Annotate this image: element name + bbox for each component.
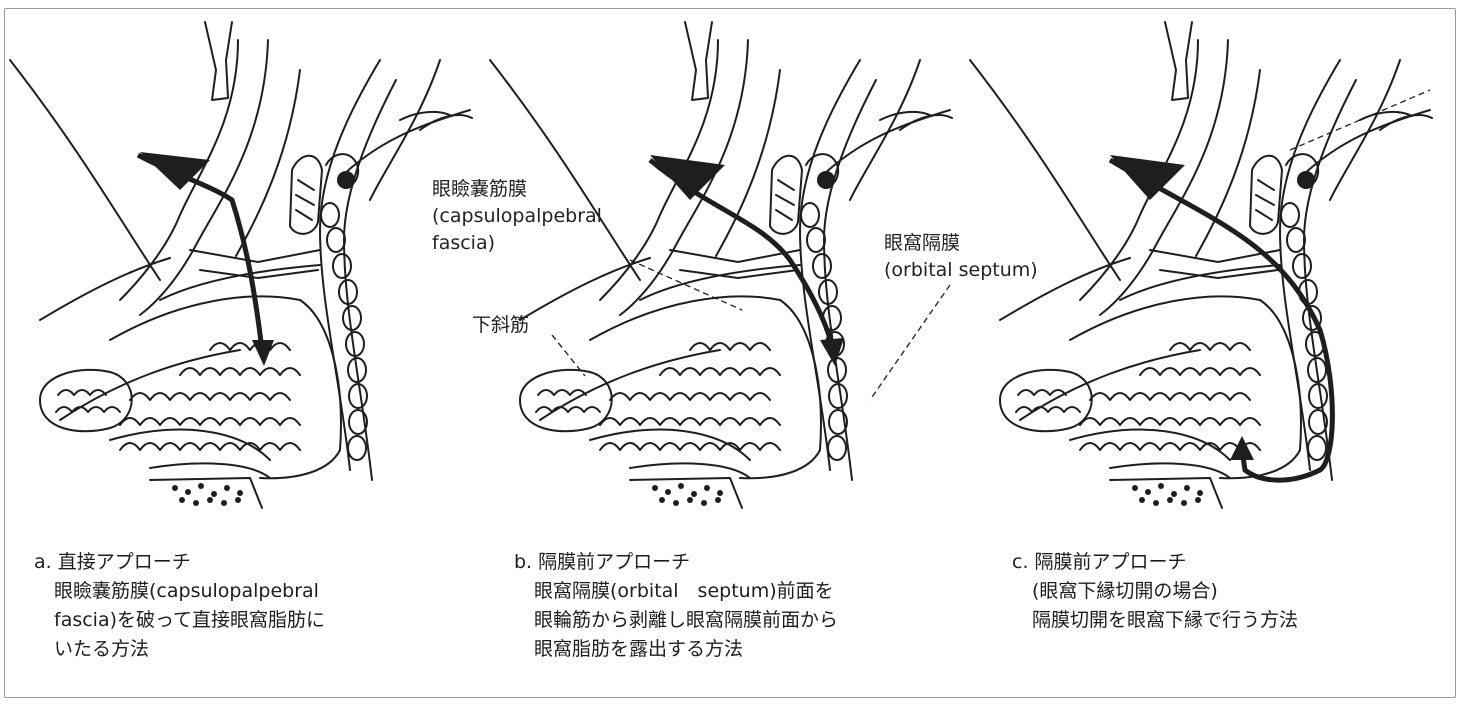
caption-b-line: 眼輪筋から剥離し眼窩隔膜前面から — [514, 606, 838, 635]
label-capsulopalpebral-fascia: 眼瞼嚢筋膜 (capsulopalpebral fascia) — [432, 176, 602, 257]
label-inferior-oblique: 下斜筋 — [472, 312, 529, 339]
caption-c-title: c. 隔膜前アプローチ — [1012, 548, 1298, 577]
caption-a-title: a. 直接アプローチ — [34, 548, 325, 577]
arrow-infraorbital — [1110, 155, 1332, 480]
caption-b-line: 眼窩隔膜(orbital septum)前面を — [514, 577, 838, 606]
leader-septum — [870, 285, 950, 400]
caption-c-line: (眼窩下縁切開の場合) — [1012, 577, 1298, 606]
caption-a-line: 眼瞼嚢筋膜(capsulopalpebral — [34, 577, 325, 606]
caption-a-line: fascia)を破って直接眼窩脂肪に — [34, 606, 325, 635]
caption-a: a. 直接アプローチ 眼瞼嚢筋膜(capsulopalpebral fascia… — [34, 548, 325, 664]
caption-a-line: いたる方法 — [34, 635, 325, 664]
caption-c: c. 隔膜前アプローチ (眼窩下縁切開の場合) 隔膜切開を眼窩下縁で行う方法 — [1012, 548, 1298, 635]
label-orbital-septum: 眼窩隔膜 (orbital septum) — [884, 230, 1038, 284]
caption-b-title: b. 隔膜前アプローチ — [514, 548, 838, 577]
panel-a-illustration — [0, 0, 480, 520]
arrow-direct — [138, 152, 274, 366]
caption-b: b. 隔膜前アプローチ 眼窩隔膜(orbital septum)前面を 眼輪筋か… — [514, 548, 838, 664]
caption-c-line: 隔膜切開を眼窩下縁で行う方法 — [1012, 606, 1298, 635]
caption-b-line: 眼窩脂肪を露出する方法 — [514, 635, 838, 664]
